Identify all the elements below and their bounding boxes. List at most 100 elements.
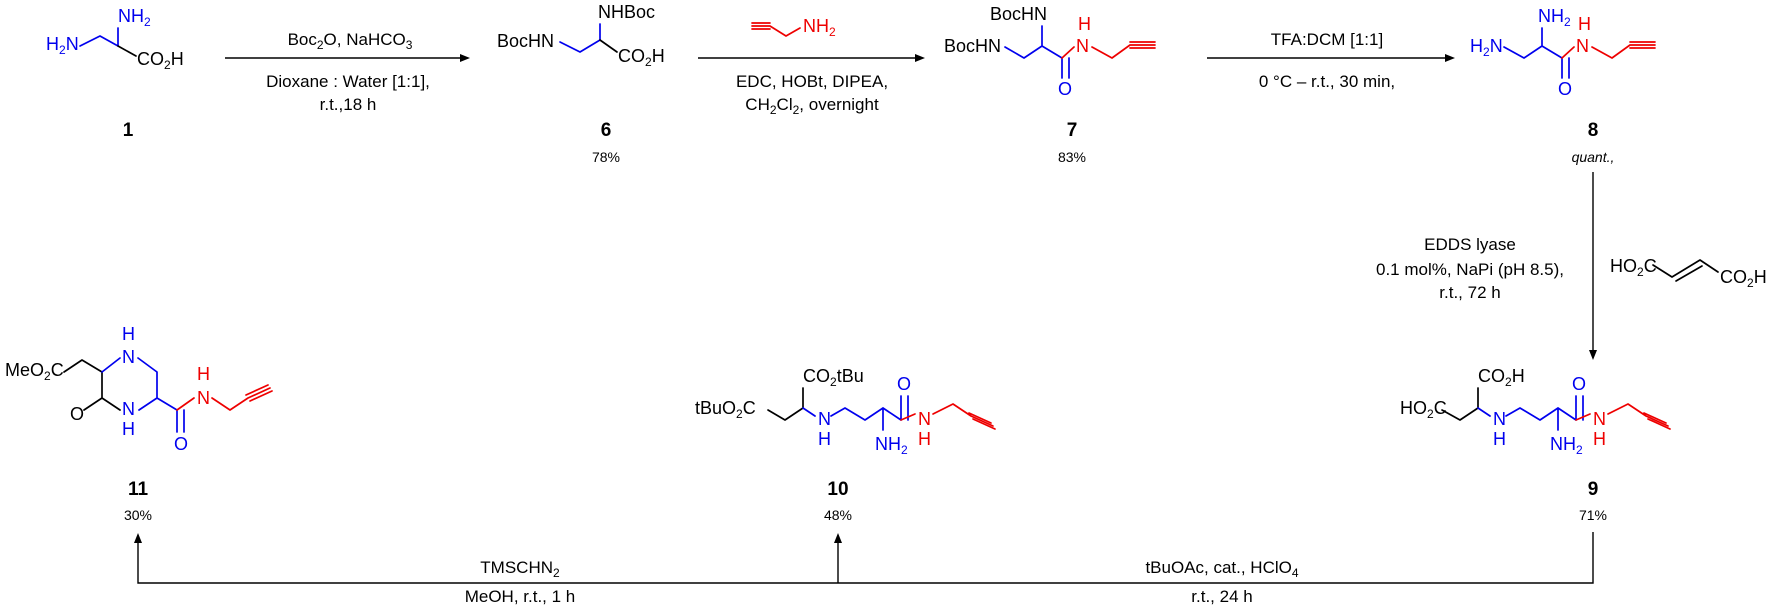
c10-NH2: NH2 <box>875 434 908 457</box>
step1-reagent-line1: Boc2O, NaHCO3 <box>288 30 413 52</box>
c8-bonds <box>1503 27 1570 79</box>
c7-N: N <box>1076 36 1089 56</box>
c10-core <box>802 395 909 431</box>
c8-H2N: H2N <box>1470 36 1503 59</box>
step5-reagent-line2: r.t., 24 h <box>1191 587 1252 606</box>
c1-bonds <box>79 27 119 47</box>
fumarate-CO2H: CO2H <box>1720 267 1767 290</box>
c8-NH2: NH2 <box>1538 6 1571 29</box>
c9-propargyl <box>1575 403 1671 430</box>
arrow-9-to-10-11 <box>137 532 1594 584</box>
c1-number: 1 <box>123 120 134 141</box>
c9-H: H <box>1493 429 1506 449</box>
c9-O: O <box>1572 374 1586 394</box>
step3-reagent-line1: TFA:DCM [1:1] <box>1271 30 1383 49</box>
c10-aspartyl <box>767 387 804 421</box>
c6-BocHN: BocHN <box>497 31 554 51</box>
arrow-6-to-7-head <box>915 54 925 62</box>
compound-10: tBuO2C CO2tBu N H NH2 O N H 10 48% <box>695 366 996 523</box>
step2-reagent-line2: CH2Cl2, overnight <box>745 95 879 117</box>
c10-N: N <box>818 409 831 429</box>
c9-yield: 71% <box>1579 507 1607 523</box>
compound-1: H2N NH2 CO2H 1 <box>46 6 184 141</box>
c10-amide-H: H <box>918 429 931 449</box>
c9-HO2C: HO2C <box>1400 398 1447 421</box>
compound-7: BocHN BocHN O H N 7 83% <box>944 4 1156 165</box>
c11-ring-left <box>83 371 121 411</box>
c11-ring-H-top: H <box>122 324 135 344</box>
step4-reagent-line2: 0.1 mol%, NaPi (pH 8.5), <box>1376 260 1564 279</box>
arrow-7-to-8-head <box>1445 54 1455 62</box>
step2-reagent-line1: EDC, HOBt, DIPEA, <box>736 72 888 91</box>
c10-H: H <box>818 429 831 449</box>
c9-CO2H: CO2H <box>1478 366 1525 389</box>
c10-tBuO2C: tBuO2C <box>695 398 756 421</box>
c11-amide-N: N <box>197 388 210 408</box>
conditions-step2: NH2 EDC, HOBt, DIPEA, CH2Cl2, overnight <box>736 16 888 117</box>
compound-11: MeO2C O H N N H O H N 11 30% <box>5 324 273 523</box>
c7-propargyl <box>1061 41 1156 59</box>
c11-ring-right <box>101 357 185 433</box>
c6-NHBoc: NHBoc <box>598 2 655 22</box>
c10-yield: 48% <box>824 507 852 523</box>
step5-reagent-line1: tBuOAc, cat., HClO4 <box>1145 558 1298 580</box>
conditions-step5: tBuOAc, cat., HClO4 r.t., 24 h <box>1145 558 1298 606</box>
fumarate-structure <box>1652 259 1719 282</box>
c9-core <box>1477 395 1584 431</box>
c8-propargyl <box>1561 41 1656 59</box>
c8-H: H <box>1578 14 1591 34</box>
c1-acid-bond <box>117 45 137 57</box>
compound-8: H2N NH2 O H N 8 quant., <box>1470 6 1656 165</box>
arrow-8-to-9-head <box>1589 350 1597 360</box>
c7-BocHN-top: BocHN <box>990 4 1047 24</box>
c7-O: O <box>1058 79 1072 99</box>
c11-ring-N-top: N <box>122 347 135 367</box>
c10-number: 10 <box>827 479 848 500</box>
c9-N: N <box>1493 409 1506 429</box>
c7-number: 7 <box>1067 120 1078 141</box>
arrow-1-to-6-head <box>460 54 470 62</box>
c11-side-chain <box>63 359 103 373</box>
c1-H2N: H2N <box>46 34 79 57</box>
c10-O: O <box>897 374 911 394</box>
step1-reagent-line3: r.t.,18 h <box>320 95 377 114</box>
arrow-to-11-head <box>134 533 142 543</box>
step3-reagent-line2: 0 °C – r.t., 30 min, <box>1259 72 1395 91</box>
fumarate-HO2C: HO2C <box>1610 256 1657 279</box>
c11-O-left: O <box>70 404 84 424</box>
c1-CO2H: CO2H <box>137 49 184 72</box>
step6-reagent-line2: MeOH, r.t., 1 h <box>465 587 576 606</box>
c9-aspartyl <box>1441 387 1479 421</box>
conditions-step3: TFA:DCM [1:1] 0 °C – r.t., 30 min, <box>1259 30 1395 91</box>
step4-reagent-line1: EDDS lyase <box>1424 235 1516 254</box>
arrows <box>134 54 1597 584</box>
c6-bonds <box>559 23 601 53</box>
c6-number: 6 <box>601 120 612 141</box>
c10-amide-N: N <box>918 409 931 429</box>
c6-CO2H: CO2H <box>618 46 665 69</box>
c7-bonds <box>1004 25 1070 79</box>
c11-number: 11 <box>128 479 149 500</box>
conditions-step1: Boc2O, NaHCO3 Dioxane : Water [1:1], r.t… <box>266 30 430 114</box>
c10-propargyl <box>900 403 996 430</box>
c11-O-right: O <box>174 434 188 454</box>
propargylamine-structure <box>751 22 801 37</box>
conditions-step6: TMSCHN2 MeOH, r.t., 1 h <box>465 558 576 606</box>
c9-amide-H: H <box>1593 429 1606 449</box>
c11-amide-H: H <box>197 364 210 384</box>
propargylamine-NH2: NH2 <box>803 16 836 39</box>
step6-reagent-line1: TMSCHN2 <box>480 558 560 580</box>
conditions-step4: EDDS lyase 0.1 mol%, NaPi (pH 8.5), r.t.… <box>1376 235 1767 302</box>
c8-O: O <box>1558 79 1572 99</box>
c8-yield: quant., <box>1572 149 1615 165</box>
c10-CO2tBu: CO2tBu <box>803 366 864 389</box>
c7-H: H <box>1078 14 1091 34</box>
c7-BocHN: BocHN <box>944 36 1001 56</box>
c11-ring-H-bot: H <box>122 419 135 439</box>
c7-yield: 83% <box>1058 149 1086 165</box>
step1-reagent-line2: Dioxane : Water [1:1], <box>266 72 430 91</box>
c9-number: 9 <box>1588 479 1599 500</box>
c6-acid-bond <box>599 39 618 53</box>
c11-MeO2C: MeO2C <box>5 360 64 383</box>
